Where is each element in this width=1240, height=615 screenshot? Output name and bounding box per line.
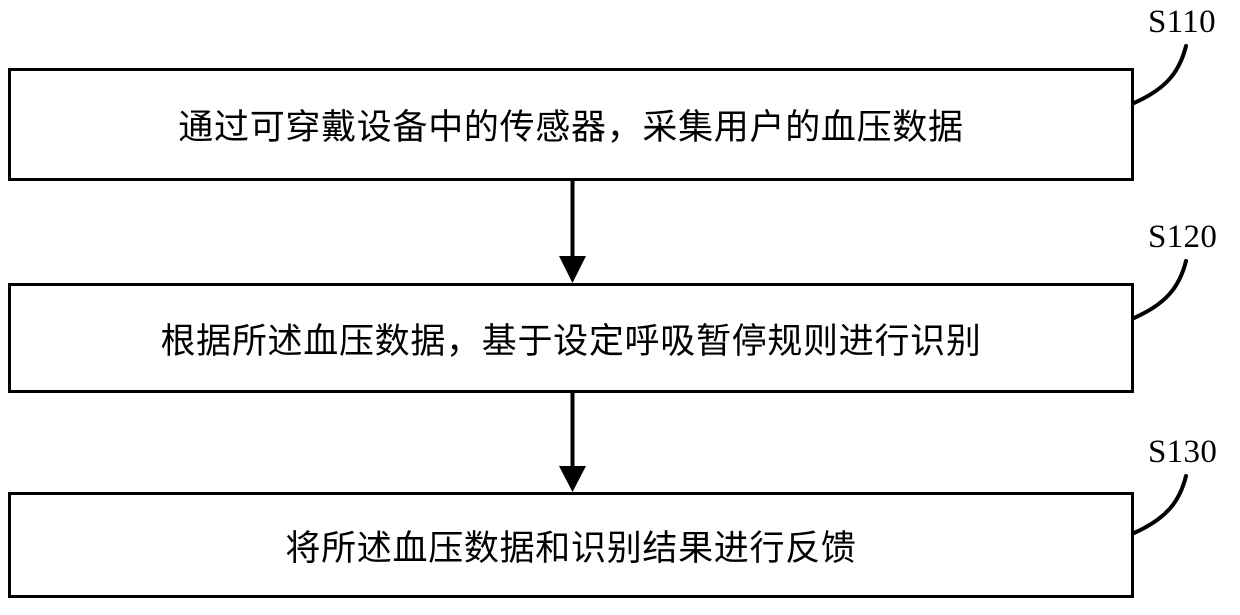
process-box-s110-text: 通过可穿戴设备中的传感器，采集用户的血压数据 [178, 108, 964, 147]
step-label-s120: S120 [1148, 219, 1218, 255]
process-box-s120-text: 根据所述血压数据，基于设定呼吸暂停规则进行识别 [160, 321, 982, 361]
leader-line-s110 [1132, 44, 1188, 105]
connector-s120-to-s130 [559, 393, 586, 492]
connector-s110-to-s120 [559, 181, 586, 283]
process-box-s120[interactable]: 根据所述血压数据，基于设定呼吸暂停规则进行识别 [8, 283, 1134, 393]
leader-line-s130 [1132, 474, 1188, 535]
process-box-s130-text: 将所述血压数据和识别结果进行反馈 [285, 528, 857, 568]
step-label-s130: S130 [1148, 434, 1218, 470]
process-box-s130[interactable]: 将所述血压数据和识别结果进行反馈 [8, 492, 1134, 598]
leader-line-s120 [1132, 259, 1188, 320]
process-box-s110[interactable]: 通过可穿戴设备中的传感器，采集用户的血压数据 [8, 68, 1134, 181]
step-label-s110: S110 [1148, 4, 1216, 40]
